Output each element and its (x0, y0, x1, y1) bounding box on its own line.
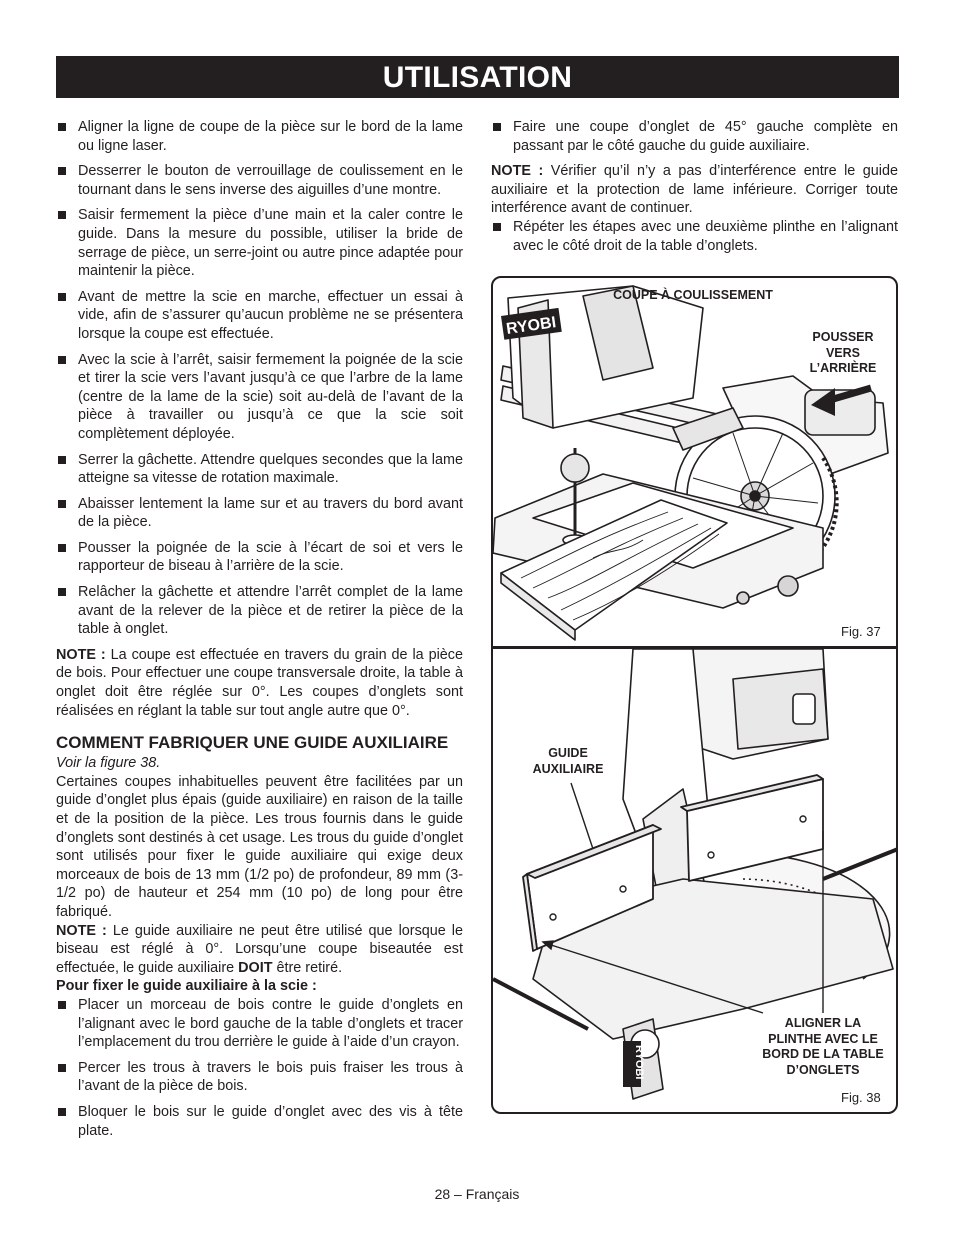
note-text: La coupe est effectuée en travers du gra… (56, 646, 464, 719)
bullet-square (58, 455, 66, 464)
list-item: Aligner la ligne de coupe de la pièce su… (56, 118, 463, 155)
label-line: PLINTHE AVEC LE (768, 1031, 878, 1046)
figure-label: Fig. 37 (841, 624, 881, 639)
list-item: Pousser la poignée de la scie à l’écart … (56, 539, 463, 576)
page-title-banner: UTILISATION (56, 56, 899, 98)
list-item: Desserrer le bouton de verrouillage de c… (56, 162, 463, 199)
note-emphasis: DOIT (238, 959, 273, 976)
note-label: NOTE : (491, 163, 544, 180)
auxiliary-guide-label: GUIDE AUXILIAIRE (518, 746, 618, 777)
page-footer: 28 – Français (434, 1186, 520, 1202)
list-item-text: Répéter les étapes avec une deuxième pli… (513, 218, 898, 254)
bullet-square (58, 1107, 66, 1116)
bullet-square (58, 499, 66, 508)
note-text: Vérifier qu’il n’y a pas d’interférence … (491, 163, 899, 217)
right-column: Faire une coupe d’onglet de 45° gauche c… (491, 118, 898, 262)
list-item-text: Relâcher la gâchette et attendre l’arrêt… (78, 584, 463, 638)
sliding-cut-illustration: RYOBI (493, 285, 889, 641)
label-line: L’ARRIÈRE (809, 361, 877, 375)
list-item-text: Desserrer le bouton de verrouillage de c… (78, 163, 463, 198)
note-label: NOTE : (56, 922, 107, 939)
list-item-text: Percer les trous à travers le bois puis … (78, 1059, 463, 1095)
bullet-square (58, 292, 66, 301)
note-label: NOTE : (56, 646, 106, 663)
note-interference: NOTE : Vérifier qu’il n’y a pas d’interf… (491, 162, 898, 218)
list-item: Répéter les étapes avec une deuxième pli… (491, 218, 898, 255)
bullet-square (493, 123, 501, 131)
left-column: Aligner la ligne de coupe de la pièce su… (56, 118, 463, 1147)
list-item: Placer un morceau de bois contre le guid… (56, 996, 463, 1052)
list-item-text: Saisir fermement la pièce d’une main et … (78, 207, 463, 280)
page-title: UTILISATION (382, 61, 573, 94)
list-item: Relâcher la gâchette et attendre l’arrêt… (56, 583, 463, 639)
fig37-title: COUPE À COULISSEMENT (613, 288, 773, 302)
bullet-square (58, 1000, 66, 1009)
list-item: Percer les trous à travers le bois puis … (56, 1059, 463, 1096)
brand-logo: RYOBI (505, 314, 557, 338)
list-item: Bloquer le bois sur le guide d’onglet av… (56, 1103, 463, 1140)
label-line: AUXILIAIRE (532, 761, 604, 776)
bullet-square (58, 1063, 66, 1072)
figure-reference: Voir la figure 38. (56, 755, 161, 772)
section-heading: COMMENT FABRIQUER UNE GUIDE AUXILIAIRE (56, 733, 449, 753)
bullet-square (58, 123, 66, 131)
list-item-text: Bloquer le bois sur le guide d’onglet av… (78, 1103, 463, 1139)
list-item: Abaisser lentement la lame sur et au tra… (56, 495, 463, 532)
push-arrow-icon (811, 384, 872, 416)
list-item: Serrer la gâchette. Attendre quelques se… (56, 451, 463, 488)
list-item-text: Abaisser lentement la lame sur et au tra… (78, 495, 463, 531)
brand-logo: RYOBI (633, 1045, 645, 1079)
list-item-text: Avant de mettre la scie en marche, effec… (78, 288, 463, 342)
figure-38: RYOBI GUIDE AUXILIAIRE ALIGNER LA PLINTH… (491, 647, 898, 1114)
list-item-text: Avec la scie à l’arrêt, saisir fermement… (78, 351, 463, 442)
label-line: VERS (825, 345, 861, 360)
list-item-text: Serrer la gâchette. Attendre quelques se… (78, 451, 463, 487)
instruction-list: Aligner la ligne de coupe de la pièce su… (56, 118, 463, 639)
label-line: GUIDE (548, 746, 588, 760)
note-crosscut: NOTE : La coupe est effectuée en travers… (56, 646, 463, 720)
bullet-square (58, 211, 66, 220)
list-item-text: Placer un morceau de bois contre le guid… (78, 996, 463, 1051)
list-item-text: Faire une coupe d’onglet de 45° gauche c… (513, 119, 898, 154)
bullet-square (58, 167, 66, 176)
bullet-square (493, 222, 501, 231)
list-item: Faire une coupe d’onglet de 45° gauche c… (491, 118, 898, 155)
label-line: BORD DE LA TABLE (762, 1047, 884, 1061)
note-bevel: NOTE : Le guide auxiliaire ne peut être … (56, 922, 463, 978)
subheading-attach: Pour fixer le guide auxiliaire à la scie… (56, 978, 317, 995)
list-item: Avec la scie à l’arrêt, saisir fermement… (56, 351, 463, 444)
figure-label: Fig. 38 (841, 1090, 881, 1105)
attach-steps-list: Placer un morceau de bois contre le guid… (56, 996, 463, 1140)
list-item: Avant de mettre la scie en marche, effec… (56, 288, 463, 344)
note-text-b: être retiré. (272, 959, 343, 976)
align-fence-label: ALIGNER LA PLINTHE AVEC LE BORD DE LA TA… (748, 1016, 896, 1078)
auxiliary-fence-illustration: RYOBI (493, 649, 896, 1100)
bullet-square (58, 355, 66, 364)
list-item: Saisir fermement la pièce d’une main et … (56, 206, 463, 280)
bullet-square (58, 588, 66, 597)
bullet-square (58, 543, 66, 552)
note-text-a: Le guide auxiliaire ne peut être utilisé… (56, 922, 463, 976)
push-back-label: POUSSER VERS L’ARRIÈRE (793, 330, 893, 377)
list-item-text: Aligner la ligne de coupe de la pièce su… (78, 119, 463, 154)
figure-37: RYOBI COUPE À COULISSEMENT POUSSER VERS … (491, 276, 898, 648)
list-item-text: Pousser la poignée de la scie à l’écart … (78, 539, 463, 575)
label-line: POUSSER (812, 330, 874, 344)
label-line: ALIGNER LA (784, 1016, 862, 1030)
label-line: D’ONGLETS (786, 1062, 860, 1077)
section-paragraph: Certaines coupes inhabituelles peuvent ê… (56, 773, 463, 920)
